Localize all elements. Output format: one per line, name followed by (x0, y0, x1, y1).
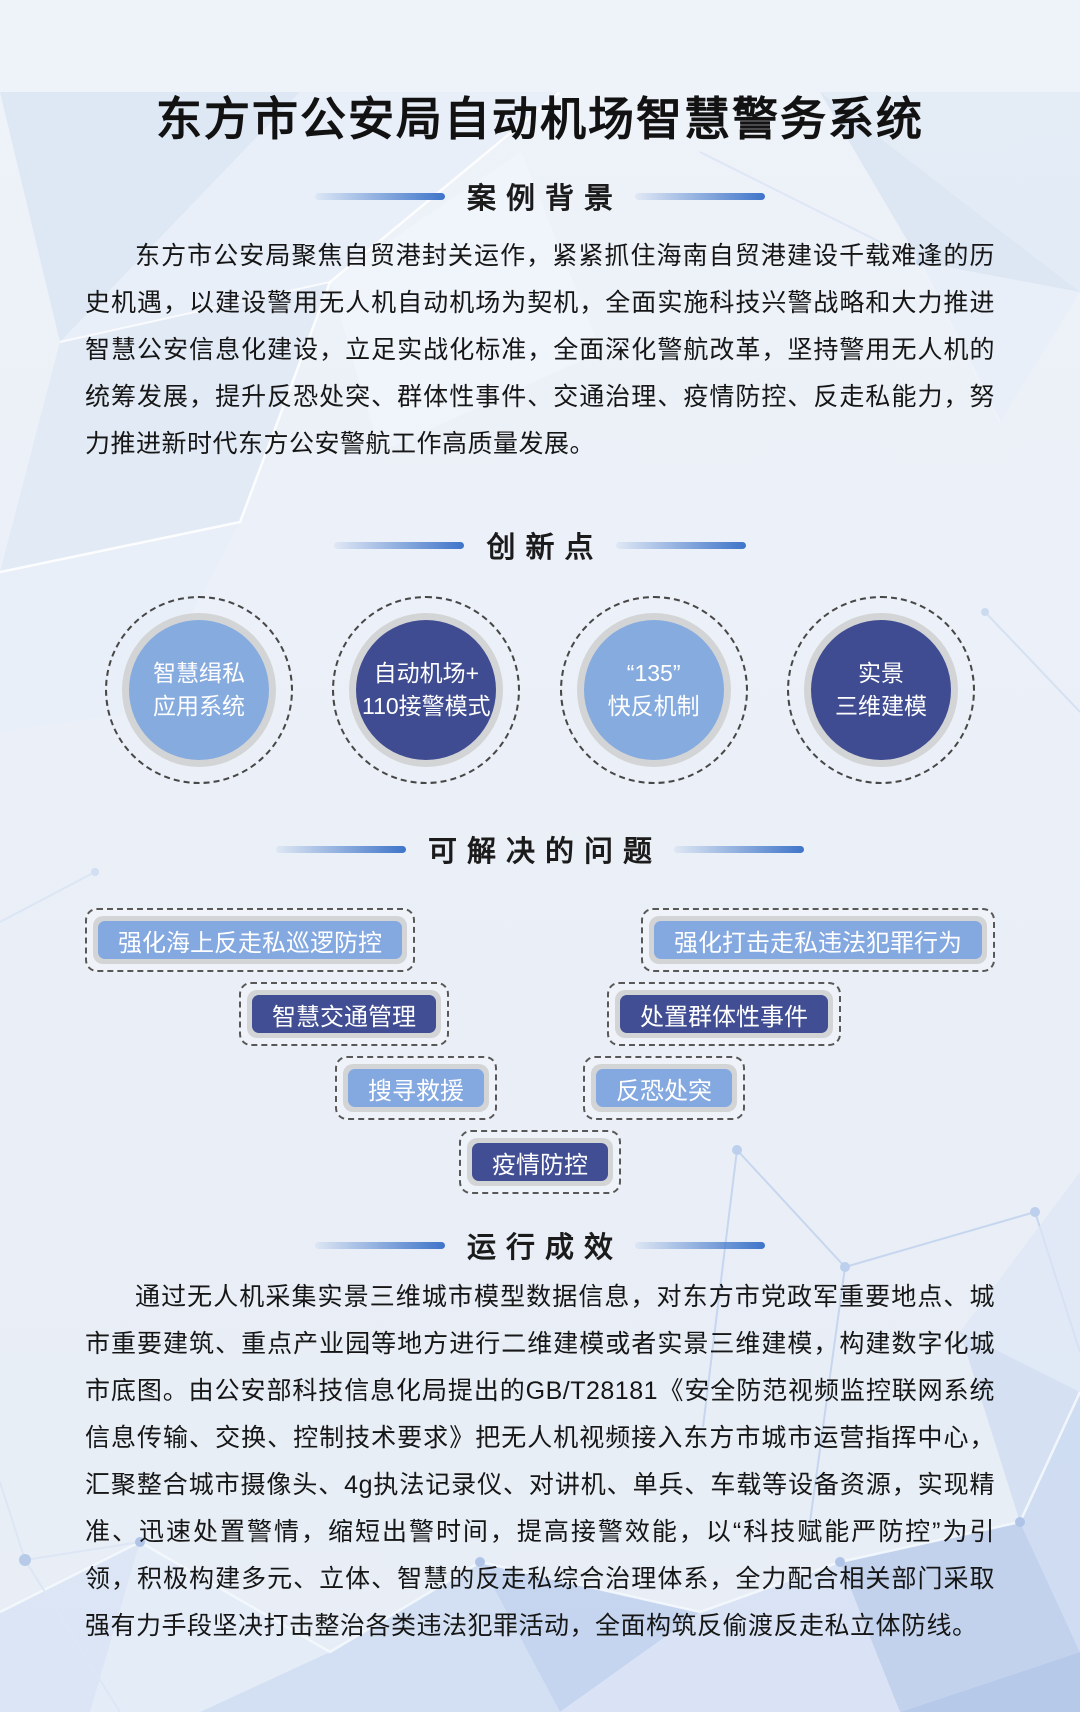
pill-ring: 智慧交通管理 (247, 990, 441, 1039)
problem-tags: 强化海上反走私巡逻防控 强化打击走私违法犯罪行为 智慧交通管理 处置群体性事件 (85, 908, 995, 1195)
problem-tag-maritime-patrol: 强化海上反走私巡逻防控 (85, 908, 415, 973)
circle-label-line2: 应用系统 (153, 693, 245, 720)
circle-label-line1: 自动机场+ (373, 660, 480, 687)
section-heading-results: 运行成效 (466, 1232, 623, 1265)
page-title: 东方市公安局自动机场智慧警务系统 (156, 93, 924, 145)
problem-tag-smuggling-crackdown: 强化打击走私违法犯罪行为 (641, 908, 995, 973)
section-header-results: 运行成效 (85, 1224, 995, 1266)
circle-label-line2: 快反机制 (607, 693, 700, 720)
problem-tag-counterterrorism: 反恐处突 (583, 1056, 745, 1121)
decorative-line-left (314, 1241, 445, 1249)
pill-label: 强化海上反走私巡逻防控 (98, 921, 402, 960)
decorative-line-right (674, 845, 804, 853)
section-heading-case-background: 案例背景 (466, 183, 623, 216)
decorative-line-right (615, 541, 746, 549)
decorative-line-left (314, 192, 445, 200)
circle-label: 智慧缉私 应用系统 (129, 620, 269, 761)
circle-label-line1: 实景 (857, 660, 904, 687)
pill-row: 智慧交通管理 处置群体性事件 (85, 982, 995, 1047)
decorative-line-right (635, 1241, 765, 1249)
poster-content: 东方市公安局自动机场智慧警务系统 案例背景 东方市公安局聚焦自贸港封关运作，紧紧… (0, 92, 1080, 1650)
pill-row: 强化海上反走私巡逻防控 强化打击走私违法犯罪行为 (85, 908, 995, 973)
pill-label: 搜寻救援 (348, 1069, 484, 1108)
decorative-line-left (334, 541, 465, 549)
section-header-problems: 可解决的问题 (85, 828, 995, 870)
pill-row: 搜寻救援 反恐处突 (85, 1056, 995, 1121)
pill-ring: 搜寻救援 (343, 1064, 489, 1113)
circle-label: 自动机场+ 110接警模式 (356, 620, 497, 761)
circle-ring: 实景 三维建模 (803, 613, 958, 768)
decorative-line-left (275, 845, 406, 853)
innovation-circle-3d-modeling: 实景 三维建模 (786, 596, 975, 785)
pill-label: 智慧交通管理 (252, 995, 436, 1034)
circle-ring: 自动机场+ 110接警模式 (349, 613, 504, 768)
circle-ring: 智慧缉私 应用系统 (122, 613, 276, 768)
case-background-paragraph: 东方市公安局聚焦自贸港封关运作，紧紧抓住海南自贸港建设千载难逢的历史机遇，以建设… (85, 242, 995, 459)
section-heading-problems: 可解决的问题 (427, 836, 662, 869)
pill-row: 疫情防控 (85, 1130, 995, 1195)
problem-tag-mass-incidents: 处置群体性事件 (607, 982, 841, 1047)
pill-ring: 反恐处突 (591, 1064, 737, 1113)
pill-ring: 强化海上反走私巡逻防控 (93, 916, 407, 965)
section-heading-innovation: 创新点 (486, 532, 604, 565)
problem-tag-smart-traffic: 智慧交通管理 (239, 982, 449, 1047)
problem-tag-epidemic-control: 疫情防控 (459, 1130, 621, 1195)
innovation-circles: 智慧缉私 应用系统 自动机场+ 110接警模式 “135” 快反机制 (85, 596, 995, 785)
innovation-circle-smart-antismuggling: 智慧缉私 应用系统 (105, 596, 293, 785)
pill-label: 反恐处突 (596, 1069, 732, 1108)
circle-label: “135” 快反机制 (583, 620, 724, 761)
circle-label-line2: 110接警模式 (361, 693, 491, 720)
circle-label: 实景 三维建模 (810, 620, 951, 761)
pill-label: 疫情防控 (472, 1143, 608, 1182)
innovation-circle-auto-airport-110: 自动机场+ 110接警模式 (332, 596, 521, 785)
circle-label-line1: “135” (626, 660, 681, 687)
circle-label-line1: 智慧缉私 (153, 660, 245, 687)
pill-ring: 强化打击走私违法犯罪行为 (649, 916, 987, 965)
circle-ring: “135” 快反机制 (576, 613, 731, 768)
pill-ring: 处置群体性事件 (615, 990, 833, 1039)
pill-label: 处置群体性事件 (620, 995, 828, 1034)
innovation-circle-135-mechanism: “135” 快反机制 (559, 596, 748, 785)
section-header-case-background: 案例背景 (85, 175, 995, 217)
decorative-line-right (635, 192, 765, 200)
results-paragraph: 通过无人机采集实景三维城市模型数据信息，对东方市党政军重要地点、城市重要建筑、重… (85, 1283, 995, 1641)
section-header-innovation: 创新点 (85, 524, 995, 566)
pill-ring: 疫情防控 (467, 1138, 613, 1187)
circle-label-line2: 三维建模 (834, 693, 927, 720)
problem-tag-search-rescue: 搜寻救援 (335, 1056, 497, 1121)
pill-label: 强化打击走私违法犯罪行为 (654, 921, 982, 960)
